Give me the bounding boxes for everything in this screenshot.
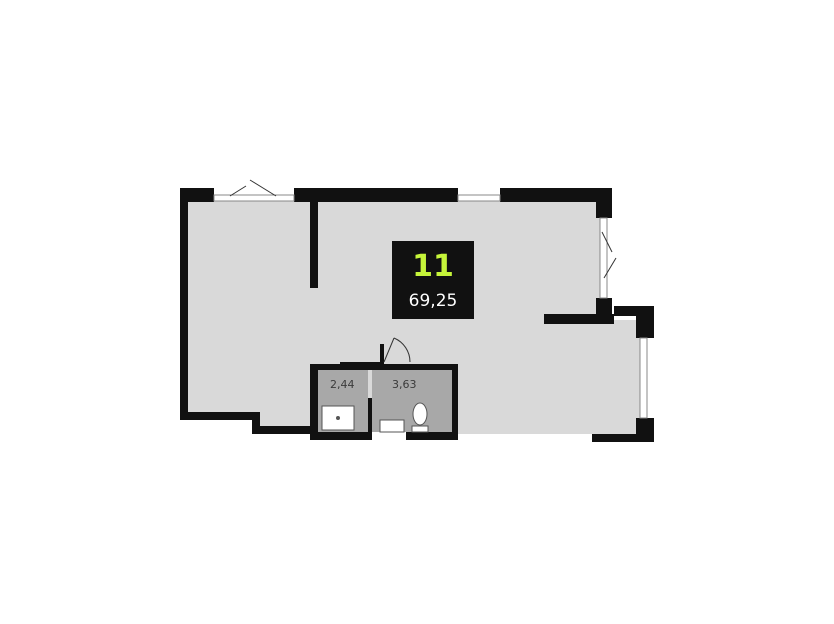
unit-label: 11 69,25 [392, 241, 474, 319]
sink [379, 419, 405, 433]
toilet-bowl [412, 402, 428, 426]
bathroom-left-area: 2,44 [330, 378, 355, 391]
fixtures [321, 402, 429, 433]
bathroom-right-area: 3,63 [392, 378, 417, 391]
window-right-lower [639, 337, 648, 419]
windows [213, 194, 648, 419]
toilet-tank [411, 425, 429, 433]
walls [180, 188, 654, 442]
window-top-right [457, 194, 501, 202]
window-right-upper [599, 217, 608, 299]
window-top-left [213, 194, 295, 202]
unit-number: 11 [412, 249, 454, 284]
unit-total-area: 69,25 [408, 291, 458, 311]
door-swings [229, 179, 617, 363]
